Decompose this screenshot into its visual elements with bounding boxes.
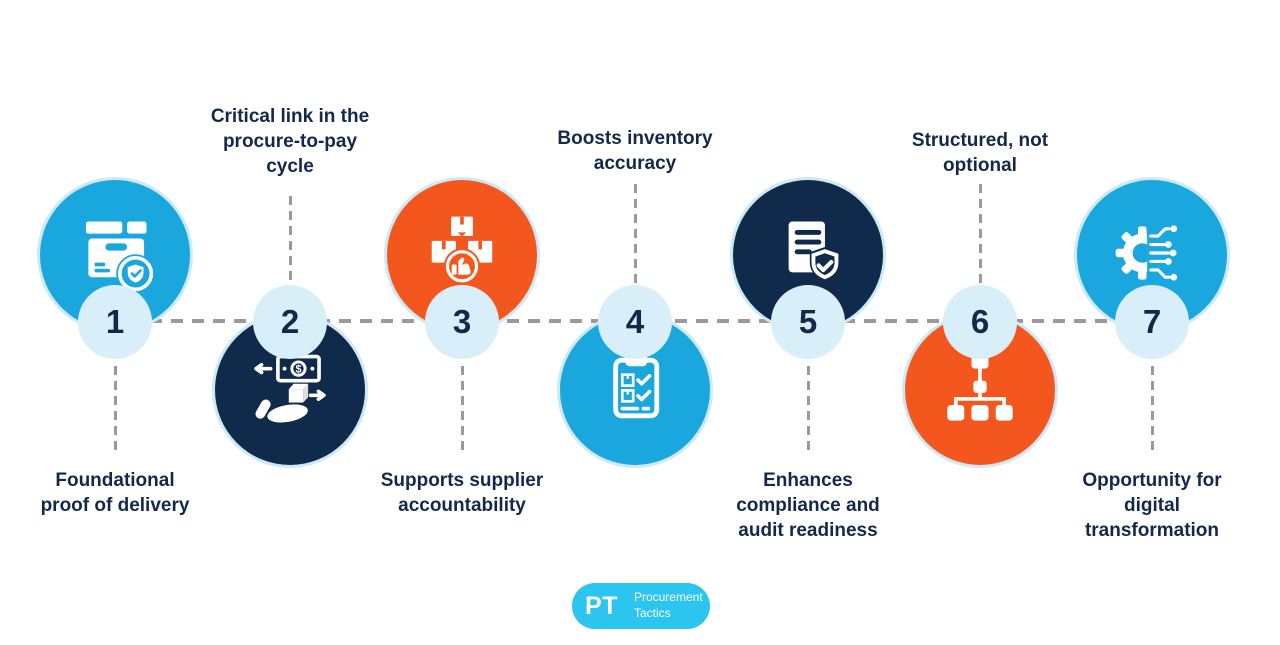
- logo-name: Procurement Tactics: [634, 590, 703, 621]
- step7-number-badge: 7: [1115, 285, 1189, 359]
- step2-number-badge: 2: [253, 285, 327, 359]
- connector-step6: [978, 184, 982, 296]
- step2-number: 2: [280, 303, 300, 340]
- step7-label: Opportunity for digital transformation: [1082, 470, 1222, 542]
- step4-number: 4: [625, 303, 645, 340]
- boxes-thumbs-up-icon: [416, 207, 508, 304]
- step5-label: Enhances compliance and audit readiness: [736, 470, 880, 542]
- connector-step3: [460, 366, 464, 452]
- step7-number: 7: [1142, 303, 1162, 340]
- connector-step5: [806, 366, 810, 452]
- step6-label: Structured, not optional: [911, 130, 1049, 177]
- connector-step4: [633, 184, 637, 296]
- step6-number: 6: [970, 303, 990, 340]
- step1-number: 1: [105, 303, 125, 340]
- svg-text:$: $: [295, 363, 301, 375]
- step4-label: Boosts inventory accuracy: [557, 128, 713, 175]
- step1-number-badge: 1: [78, 285, 152, 359]
- step3-number-badge: 3: [425, 285, 499, 359]
- step5-number-badge: 5: [771, 285, 845, 359]
- step3-number: 3: [452, 303, 472, 340]
- connector-step1: [113, 366, 117, 452]
- step2-label: Critical link in the procure-to-pay cycl…: [210, 106, 370, 178]
- connector-step7: [1150, 366, 1154, 452]
- logo-name-line1: Procurement: [633, 590, 703, 605]
- step4-number-badge: 4: [598, 285, 672, 359]
- step3-label: Supports supplier accountability: [380, 470, 544, 517]
- gear-circuit-icon: [1106, 207, 1198, 304]
- logo-abbr: PT: [585, 591, 618, 620]
- step1-label: Foundational proof of delivery: [40, 470, 190, 517]
- step6-number-badge: 6: [943, 285, 1017, 359]
- hierarchy-icon: [934, 342, 1026, 439]
- step5-number: 5: [798, 303, 818, 340]
- logo-name-line2: Tactics: [633, 606, 671, 620]
- document-shield-icon: [762, 207, 854, 304]
- connector-step2: [288, 196, 292, 296]
- package-shield-icon: [69, 207, 161, 304]
- procurement-tactics-logo: PT Procurement Tactics: [572, 583, 710, 629]
